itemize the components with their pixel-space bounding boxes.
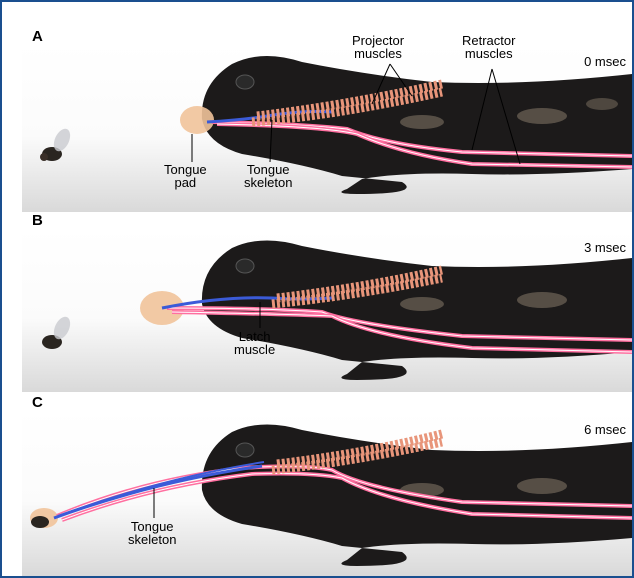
panel-b-illustration bbox=[2, 212, 632, 392]
panel-b-letter: B bbox=[32, 212, 43, 229]
panel-c-letter: C bbox=[32, 394, 43, 411]
panel-a-time: 0 msec bbox=[584, 54, 626, 69]
panel-a-letter: A bbox=[32, 28, 43, 45]
panel-a-illustration bbox=[2, 4, 632, 212]
tongue-pad bbox=[180, 106, 214, 134]
panel-c-illustration bbox=[2, 392, 632, 576]
panel-c-time: 6 msec bbox=[584, 422, 626, 437]
panel-b-time: 3 msec bbox=[584, 240, 626, 255]
salamander-eye bbox=[236, 75, 254, 89]
